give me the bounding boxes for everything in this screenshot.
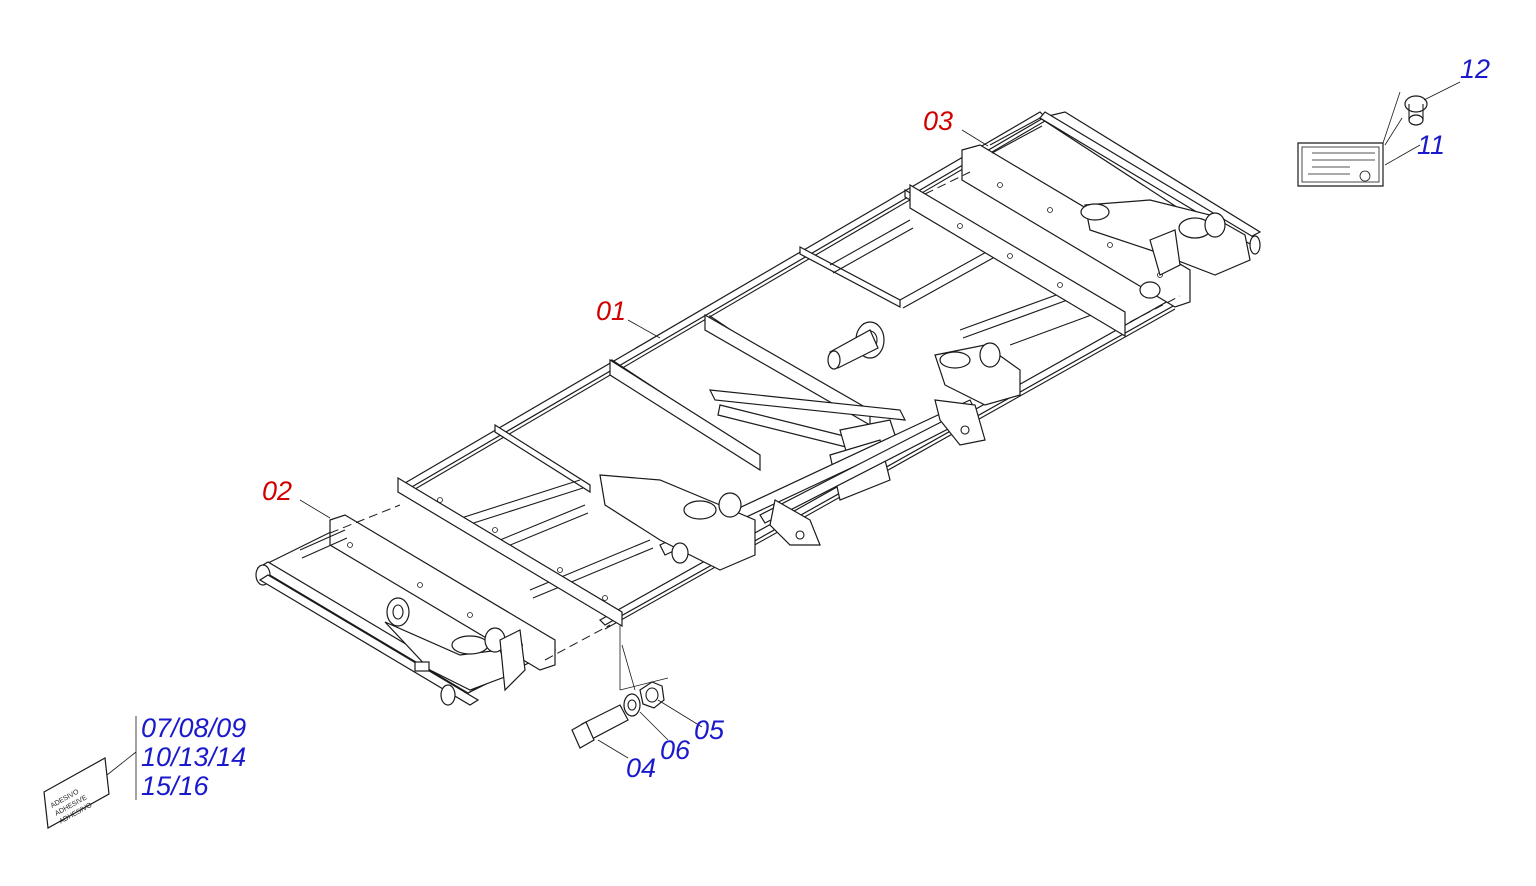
callout-labels: 01 02 03 04 05 06 11 12 07/08/09 10/13/1… [141, 54, 1490, 801]
adhesive-sticker: ADESIVO ADHESIVE ADHESIVO [43, 716, 137, 829]
callout-01: 01 [596, 296, 626, 326]
assembly-dash-lines [329, 171, 1181, 661]
leader-lines [299, 81, 1461, 759]
callout-04: 04 [626, 753, 656, 783]
rear-section-assembly [255, 514, 557, 706]
callout-12: 12 [1460, 54, 1490, 84]
callout-02: 02 [262, 476, 292, 506]
front-section-assembly [961, 111, 1262, 308]
callout-03: 03 [923, 106, 953, 136]
rivet [1404, 95, 1428, 126]
identification-plate [1297, 91, 1401, 187]
callout-group-a: 07/08/09 [141, 713, 246, 743]
callout-05: 05 [694, 715, 725, 745]
callout-group-c: 15/16 [141, 771, 210, 801]
main-frame-assembly [397, 111, 1176, 630]
callout-group-b: 10/13/14 [141, 742, 246, 772]
bolt-nut-washer [571, 625, 669, 749]
callout-11: 11 [1417, 130, 1445, 160]
callout-06: 06 [660, 735, 691, 765]
